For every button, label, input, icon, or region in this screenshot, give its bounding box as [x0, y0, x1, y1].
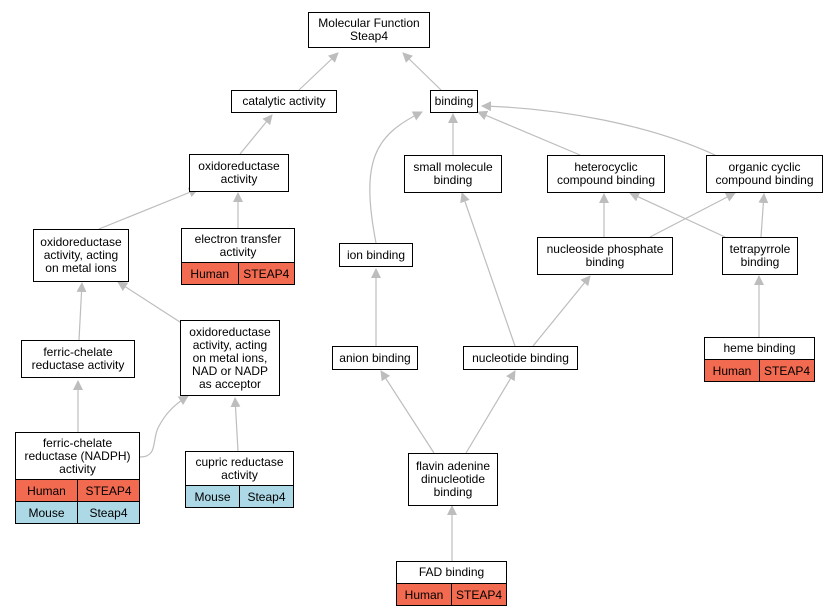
- edge-oxidoreductase-activity-to-catalytic-activity: [239, 114, 273, 155]
- node-label: nucleotide binding: [472, 350, 569, 365]
- node-oxidoreductase-metal-ions[interactable]: oxidoreductase activity, acting on metal…: [33, 229, 129, 282]
- node-organic-cyclic-compound-binding[interactable]: organic cyclic compound binding: [706, 155, 823, 193]
- species-cell: Human: [27, 483, 66, 498]
- edge-binding-to-molecular-function: [402, 52, 442, 91]
- node-oxidoreductase-nadp[interactable]: oxidoreductase activity, acting on metal…: [180, 320, 280, 396]
- edge-nucleoside-phosphate-binding-to-organic-cyclic-compound-binding: [649, 192, 736, 238]
- node-label: tetrapyrrole binding: [729, 242, 791, 269]
- node-label: flavin adenine dinucleotide binding: [415, 459, 491, 499]
- edge-heterocyclic-compound-binding-to-binding: [477, 110, 581, 156]
- node-label: heme binding: [723, 341, 796, 355]
- node-cupric-reductase-activity[interactable]: cupric reductase activity Mouse Steap4: [185, 451, 294, 508]
- edge-oxidoreductase-nadp-to-oxidoreductase-metal-ions: [117, 281, 184, 325]
- node-oxidoreductase-activity[interactable]: oxidoreductase activity: [189, 154, 289, 192]
- edge-tetrapyrrole-binding-to-heterocyclic-compound-binding: [629, 192, 726, 238]
- node-heterocyclic-compound-binding[interactable]: heterocyclic compound binding: [547, 155, 665, 193]
- annotation-row: Human STEAP4: [397, 583, 506, 605]
- node-nucleoside-phosphate-binding[interactable]: nucleoside phosphate binding: [537, 237, 673, 275]
- node-nucleotide-binding[interactable]: nucleotide binding: [463, 346, 578, 370]
- edge-ferric-chelate-reductase-activity-to-oxidoreductase-metal-ions: [76, 282, 87, 341]
- edges-layer: [73, 52, 769, 561]
- edge-cupric-reductase-activity-to-oxidoreductase-nadp: [230, 397, 241, 452]
- node-electron-transfer-activity[interactable]: electron transfer activity Human STEAP4: [181, 228, 295, 285]
- node-label: electron transfer activity: [194, 231, 282, 259]
- node-catalytic-activity[interactable]: catalytic activity: [231, 90, 337, 113]
- node-label: ferric-chelate reductase activity: [31, 345, 125, 372]
- node-label: FAD binding: [418, 565, 485, 579]
- node-flavin-adenine-dinucleotide-binding[interactable]: flavin adenine dinucleotide binding: [408, 453, 498, 506]
- node-heme-binding[interactable]: heme binding Human STEAP4: [704, 337, 815, 382]
- species-cell: Mouse: [194, 489, 231, 504]
- node-label: heterocyclic compound binding: [556, 160, 656, 187]
- node-ferric-chelate-reductase-nadph[interactable]: ferric-chelate reductase (NADPH) activit…: [15, 432, 140, 524]
- node-label: binding: [434, 94, 474, 108]
- gene-cell: STEAP4: [759, 360, 814, 381]
- node-label: anion binding: [339, 350, 411, 365]
- edge-organic-cyclic-compound-binding-to-binding: [481, 101, 716, 156]
- node-label: oxidoreductase activity, acting on metal…: [189, 324, 271, 391]
- node-fad-binding[interactable]: FAD binding Human STEAP4: [396, 561, 507, 606]
- node-label: ion binding: [346, 247, 406, 262]
- gene-cell: STEAP4: [77, 480, 139, 501]
- node-ion-binding[interactable]: ion binding: [339, 243, 413, 267]
- edge-ferric-chelate-reductase-nadph-to-oxidoreductase-nadp: [139, 395, 189, 458]
- edge-nucleotide-binding-to-nucleoside-phosphate-binding: [532, 275, 591, 347]
- node-molecular-function[interactable]: Molecular Function Steap4: [308, 12, 430, 48]
- node-label: oxidoreductase activity: [198, 159, 280, 186]
- species-cell: Human: [190, 266, 230, 281]
- gene-cell: Steap4: [239, 486, 293, 507]
- gene-cell: STEAP4: [237, 263, 295, 284]
- node-label: Molecular Function Steap4: [318, 16, 420, 43]
- species-cell: Human: [712, 363, 752, 378]
- gene-cell: STEAP4: [451, 584, 506, 605]
- annotation-row: Human STEAP4: [16, 479, 139, 501]
- edge-flavin-adenine-dinucleotide-binding-to-anion-binding: [380, 370, 435, 454]
- edge-oxidoreductase-metal-ions-to-oxidoreductase-activity: [98, 187, 199, 230]
- species-cell: Mouse: [28, 505, 65, 520]
- node-label: oxidoreductase activity, acting on metal…: [40, 235, 122, 275]
- annotation-row: Mouse Steap4: [186, 485, 293, 507]
- edge-ion-binding-to-binding: [369, 111, 423, 244]
- edge-tetrapyrrole-binding-to-organic-cyclic-compound-binding: [758, 193, 769, 238]
- annotation-row: Human STEAP4: [705, 359, 814, 381]
- annotation-row: Human STEAP4: [182, 262, 294, 284]
- node-binding[interactable]: binding: [430, 90, 478, 113]
- node-label: nucleoside phosphate binding: [546, 242, 664, 269]
- node-small-molecule-binding[interactable]: small molecule binding: [404, 155, 502, 193]
- node-label: organic cyclic compound binding: [715, 160, 814, 187]
- species-cell: Human: [404, 587, 444, 602]
- node-anion-binding[interactable]: anion binding: [332, 346, 418, 370]
- gene-cell: Steap4: [77, 502, 139, 523]
- annotation-row: Mouse Steap4: [16, 501, 139, 523]
- edge-catalytic-activity-to-molecular-function: [298, 52, 339, 91]
- node-label: ferric-chelate reductase (NADPH) activit…: [24, 435, 131, 476]
- node-tetrapyrrole-binding[interactable]: tetrapyrrole binding: [722, 237, 798, 275]
- edge-nucleotide-binding-to-small-molecule-binding: [460, 192, 516, 347]
- node-label: cupric reductase activity: [195, 454, 284, 482]
- node-label: small molecule binding: [413, 160, 493, 187]
- node-ferric-chelate-reductase-activity[interactable]: ferric-chelate reductase activity: [21, 340, 135, 378]
- edge-flavin-adenine-dinucleotide-binding-to-nucleotide-binding: [465, 370, 516, 454]
- node-label: catalytic activity: [242, 94, 326, 108]
